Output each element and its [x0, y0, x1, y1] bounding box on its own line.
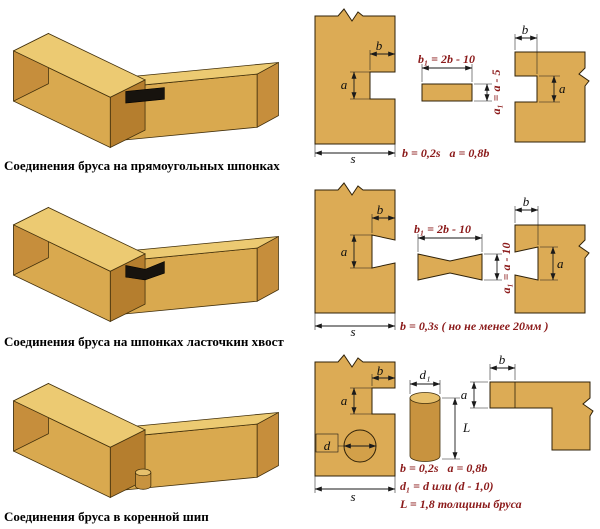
dim-a-tenon: a: [461, 381, 488, 409]
dim-a-notch-right: a: [539, 75, 566, 103]
key-width-formula: b₁ = 2b - 10: [414, 222, 471, 236]
dim-key-width: b₁ = 2b - 10: [414, 222, 483, 252]
caption-root-tenon: Соединения бруса в коренной шип: [4, 509, 209, 524]
dim-s-label: s: [350, 489, 355, 504]
dim-L-label: L: [462, 420, 470, 435]
dim-b-notch-left: b: [369, 38, 396, 70]
tech-drawing-root-tenon: b a d s d₁: [314, 352, 594, 511]
peg-body: [135, 472, 152, 490]
dim-s-width: s: [314, 313, 396, 338]
dim-s-width: s: [314, 476, 396, 504]
dim-a-label: a: [341, 393, 348, 408]
dim-a-label: a: [557, 256, 564, 271]
dim-s-label: s: [350, 151, 355, 164]
dim-d1-cylinder: d₁: [409, 367, 441, 394]
dim-b-tenon: b: [489, 352, 516, 380]
beam-section-right: [514, 51, 590, 143]
dim-a-notch-left: a: [341, 387, 372, 415]
tech-drawing-dovetail-key: b a s b₁ = 2b - 10 a₁ = a - 10: [314, 182, 590, 338]
dim-a-label: a: [461, 387, 468, 402]
beam-section-right: [514, 224, 590, 314]
dim-d1-label: d₁: [419, 367, 430, 382]
dim-a-label: a: [559, 81, 566, 96]
dim-a-label: a: [341, 77, 348, 92]
beam-right: [115, 411, 279, 492]
tech-drawing-rect-key: b a s b₁ = 2b - 10 a₁ = a - 5: [314, 8, 590, 164]
key-section: [421, 83, 473, 102]
rule-formula: b = 0,2s a = 0,8b: [402, 146, 489, 160]
beam-top-face: [12, 33, 146, 98]
dim-a-label: a: [341, 244, 348, 259]
key-width-formula: b₁ = 2b - 10: [418, 52, 475, 66]
peg-top: [135, 468, 152, 477]
tenon-peg: [135, 468, 152, 490]
dim-a-notch-right: a: [540, 246, 564, 281]
dim-a-notch-left: a: [341, 234, 372, 269]
dim-s-label: s: [350, 324, 355, 338]
cylinder-top: [409, 392, 441, 404]
beam-section-left: [314, 8, 396, 145]
key-height-formula: a₁ = a - 10: [499, 242, 513, 293]
beam-front: [12, 206, 146, 323]
caption-rect-keys: Соединения бруса на прямоугольных шпонка…: [4, 158, 280, 173]
dim-b-notch-left: b: [371, 202, 396, 233]
dim-b-label: b: [376, 38, 383, 53]
dim-b-label: b: [377, 202, 384, 217]
cylinder-body: [409, 398, 441, 462]
key-height-formula: a₁ = a - 5: [489, 69, 503, 114]
dim-b-label: b: [523, 194, 530, 209]
beam-front: [12, 32, 146, 149]
dim-s-width: s: [314, 144, 396, 164]
caption-dovetail-keys: Соединения бруса на шпонках ласточкин хв…: [4, 334, 284, 349]
dim-L-cylinder: L: [442, 397, 470, 460]
dim-key-width: b₁ = 2b - 10: [418, 52, 475, 82]
dim-b-notch-left: b: [371, 363, 396, 386]
dim-key-height: a₁ = a - 10: [484, 242, 513, 294]
dovetail-key-insert: [125, 261, 165, 281]
rule-formula: b = 0,3s ( но не менее 20мм ): [400, 319, 548, 333]
rule-length: L = 1,8 толщины бруса: [399, 497, 522, 511]
dim-d-hole: d: [315, 433, 377, 453]
tenon-cylinder: [409, 392, 441, 462]
beam-top-face: [12, 383, 146, 448]
rule-diameter: d₁ = d или (d - 1,0): [400, 479, 494, 493]
dim-b-label: b: [377, 363, 384, 378]
dim-b-notch-right: b: [514, 194, 539, 245]
rule-size: b = 0,2s a = 0,8b: [400, 461, 487, 475]
beam-right: [115, 235, 279, 316]
beam-section-right: [489, 381, 594, 451]
iso-joint-dovetail-key: [12, 206, 279, 323]
dim-b-label: b: [499, 352, 506, 367]
dim-b-notch-right: b: [514, 22, 538, 74]
beam-front: [12, 382, 146, 499]
beam-top-face: [12, 207, 146, 272]
dim-key-height: a₁ = a - 5: [474, 69, 503, 115]
dim-a-notch-left: a: [341, 71, 370, 100]
dim-b-label: b: [522, 22, 529, 37]
dim-d-label: d: [324, 438, 331, 453]
iso-joint-rect-key: [12, 32, 279, 149]
dim-d-box: [315, 433, 339, 453]
dovetail-key-section: [417, 253, 483, 281]
rect-key-insert: [125, 87, 165, 104]
iso-joint-root-tenon: [12, 382, 279, 499]
